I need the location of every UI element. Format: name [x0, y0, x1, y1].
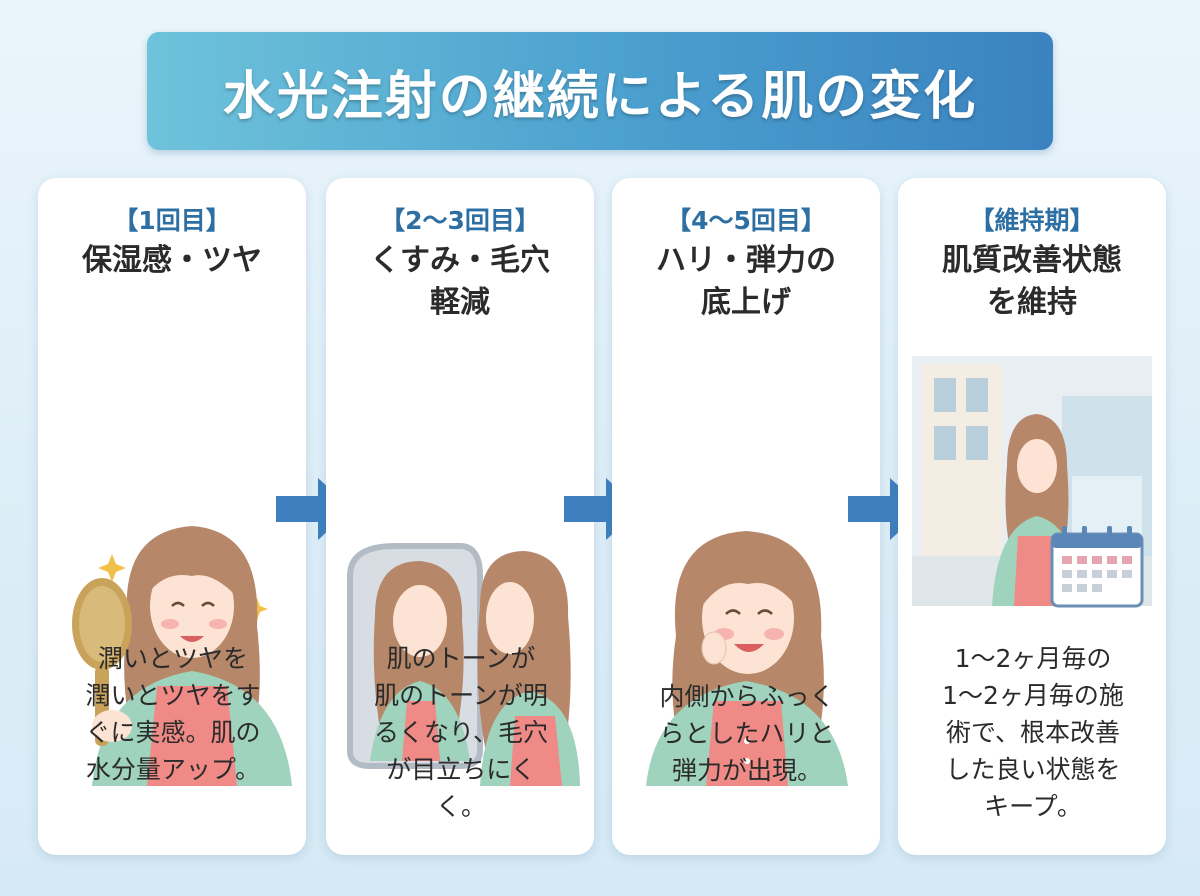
- card-header: 【維持期】 肌質改善状態 を維持: [898, 202, 1166, 324]
- desc-line: 術で、根本改善: [945, 718, 1120, 747]
- desc-line: 1〜2ヶ月毎の施: [942, 681, 1124, 710]
- desc-line: 内側からふっく: [659, 682, 835, 711]
- card-header: 【1回目】 保湿感・ツヤ: [38, 202, 306, 282]
- woman-in-city-illustration: [912, 356, 1152, 608]
- desc-line: 水分量アップ。: [85, 755, 261, 784]
- smiling-woman-illustration: [646, 531, 848, 786]
- desc-line: らとしたハリと: [659, 719, 835, 748]
- desc-line: 肌のトーンが明: [374, 681, 548, 710]
- desc-line: 弾力が出現。: [671, 756, 822, 785]
- desc-line: るくなり、毛穴: [373, 718, 548, 747]
- stage-card-3: 【4〜5回目】 ハリ・弾力の 底上げ 内側からふっく らとしたハリと 弾力が出現…: [612, 178, 880, 855]
- stage-description: 潤いとツヤを 潤いとツヤをす ぐに実感。肌の 水分量アップ。: [60, 640, 286, 788]
- stage-description: 1〜2ヶ月毎の 1〜2ヶ月毎の施 術で、根本改善 した良い状態を キープ。: [920, 640, 1146, 825]
- stage-label: 【4〜5回目】: [666, 206, 826, 235]
- woman-with-hand-mirror-illustration: [72, 526, 292, 786]
- stage-label: 【2〜3回目】: [380, 206, 540, 235]
- desc-line: した良い状態を: [945, 755, 1121, 784]
- stage-card-2: 【2〜3回目】 くすみ・毛穴 軽減 肌のトーンが 肌のトーンが明 るくなり、毛穴…: [326, 178, 594, 855]
- card-header: 【2〜3回目】 くすみ・毛穴 軽減: [326, 202, 594, 324]
- page-title: 水光注射の継続による肌の変化: [222, 66, 978, 127]
- desc-line: ぐに実感。肌の: [85, 718, 261, 747]
- desc-line: 潤いとツヤを: [97, 644, 248, 673]
- stage-card-1: 【1回目】 保湿感・ツヤ 潤いとツヤを 潤いとツヤをす ぐに: [38, 178, 306, 855]
- stage-description: 内側からふっく らとしたハリと 弾力が出現。: [634, 678, 860, 789]
- desc-line: く。: [435, 792, 486, 821]
- title-banner: 水光注射の継続による肌の変化: [147, 32, 1053, 150]
- stage-heading: ハリ・弾力の: [656, 243, 836, 278]
- desc-line: が目立ちにく: [386, 755, 536, 784]
- stage-label: 【維持期】: [969, 206, 1095, 235]
- calendar-icon: [1050, 526, 1144, 608]
- desc-line: 潤いとツヤをす: [85, 681, 261, 710]
- desc-line: 1〜2ヶ月毎の: [954, 644, 1112, 673]
- stage-label: 【1回目】: [113, 206, 231, 235]
- desc-line: キープ。: [984, 792, 1082, 821]
- woman-at-mirror-illustration: [347, 543, 580, 786]
- stage-heading: 保湿感・ツヤ: [82, 243, 262, 278]
- stage-heading-line2: を維持: [987, 285, 1077, 320]
- stage-description: 肌のトーンが 肌のトーンが明 るくなり、毛穴 が目立ちにく く。: [348, 640, 574, 825]
- stage-card-4: 【維持期】 肌質改善状態 を維持: [898, 178, 1166, 855]
- stage-heading: 肌質改善状態: [942, 243, 1122, 278]
- stage-heading-line2: 軽減: [430, 285, 490, 320]
- stage-heading: くすみ・毛穴: [370, 243, 550, 278]
- stage-heading-line2: 底上げ: [701, 285, 791, 320]
- desc-line: 肌のトーンが: [386, 644, 536, 673]
- card-header: 【4〜5回目】 ハリ・弾力の 底上げ: [612, 202, 880, 324]
